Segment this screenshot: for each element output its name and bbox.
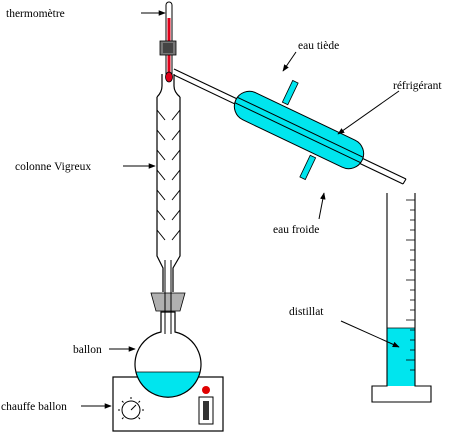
- arrow-condenser: [337, 90, 400, 135]
- condenser: [233, 79, 365, 181]
- label-arrows: [81, 10, 400, 409]
- dial-icon: [118, 397, 144, 420]
- label-heater: chauffe ballon: [1, 401, 67, 413]
- thermometer: [159, 1, 177, 83]
- arrow-cold-water: [318, 192, 326, 220]
- label-cold-water: eau froide: [273, 224, 319, 236]
- arrow-distillate: [340, 320, 400, 348]
- graduated-cylinder: [371, 193, 432, 403]
- vigreux-column: [156, 74, 181, 334]
- label-condenser: réfrigérant: [393, 80, 442, 92]
- label-column: colonne Vigreux: [15, 161, 91, 173]
- label-flask: ballon: [73, 344, 102, 356]
- label-distillate: distillat: [289, 306, 324, 318]
- arrow-warm-water: [282, 51, 297, 72]
- flask-stopper: [150, 292, 186, 312]
- label-thermometer: thermomètre: [6, 8, 65, 20]
- indicator-light-icon: [202, 386, 210, 394]
- label-warm-water: eau tiède: [298, 40, 339, 52]
- power-switch: [198, 396, 214, 425]
